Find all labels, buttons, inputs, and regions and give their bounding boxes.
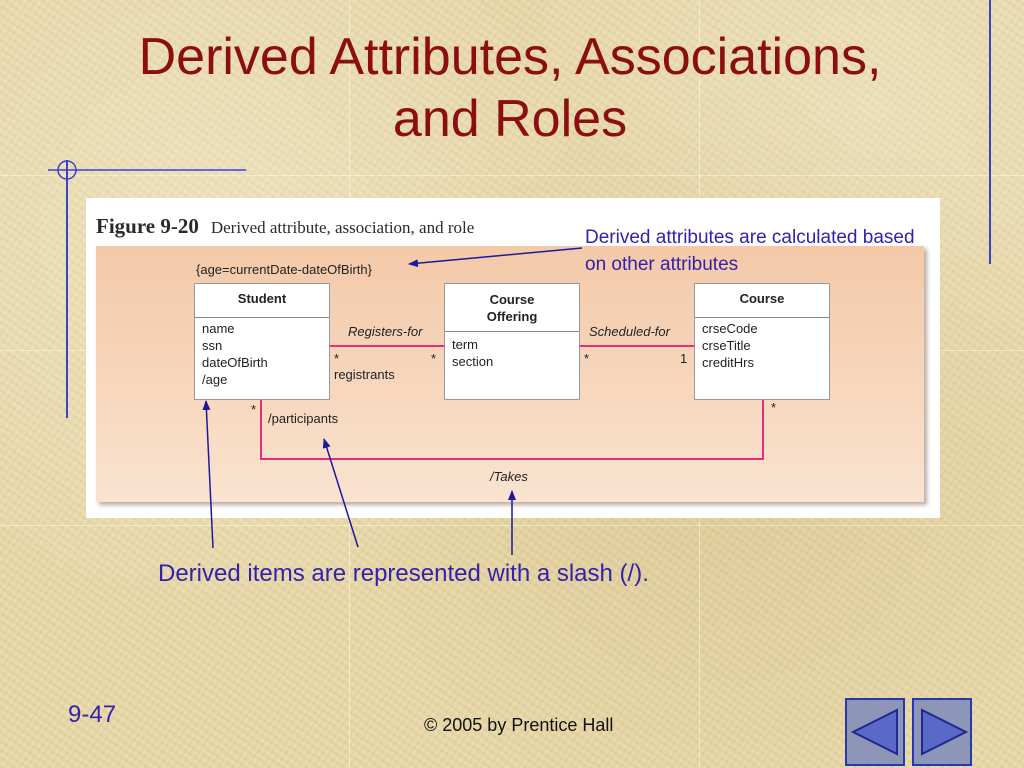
arrow-to-age-attribute <box>202 400 214 549</box>
course-offering-class-box: Course Offering term section <box>444 283 580 400</box>
next-slide-button[interactable] <box>912 698 972 766</box>
offering-attr-term: term <box>452 337 478 352</box>
participants-role-label: /participants <box>268 411 339 426</box>
class-separator <box>195 317 329 318</box>
triangle-right-icon <box>921 708 969 756</box>
scheduled-for-label: Scheduled-for <box>589 324 670 339</box>
student-attr-ssn: ssn <box>202 338 223 353</box>
copyright-text: © 2005 by Prentice Hall <box>424 715 614 735</box>
course-attr-crsetitle: crseTitle <box>702 338 751 353</box>
takes-left-multiplicity: * <box>251 402 257 417</box>
derived-attributes-note: Derived attributes are calculated based … <box>585 227 915 275</box>
arrow-to-constraint <box>408 247 583 268</box>
slide-number: 9-47 <box>68 701 117 728</box>
course-attr-crsecode: crseCode <box>702 321 758 336</box>
registers-for-label: Registers-for <box>348 324 423 339</box>
course-offering-class-name: Course Offering <box>445 284 579 332</box>
figure-caption: Figure 9-20 Derived attribute, associatio… <box>96 214 474 239</box>
scheduled-for-left-multiplicity: * <box>584 351 590 366</box>
tile-seam <box>0 175 1024 176</box>
slide-title: Derived Attributes, Associations, and Ro… <box>60 26 960 150</box>
offering-attr-section: section <box>452 354 494 369</box>
student-class-name: Student <box>237 291 287 306</box>
previous-slide-button[interactable] <box>845 698 905 766</box>
student-attr-dateofbirth: dateOfBirth <box>202 355 268 370</box>
guide-ring-icon <box>57 160 77 180</box>
figure-number: Figure 9-20 <box>96 214 199 238</box>
course-class-box: Course crseCode crseTitle creditHrs <box>694 283 830 400</box>
title-line-1: Derived Attributes, Associations, <box>138 28 882 86</box>
class-separator <box>695 317 829 318</box>
derivation-constraint: {age=currentDate-dateOfBirth} <box>196 262 372 277</box>
registrants-role-label: registrants <box>334 367 395 382</box>
course-class-name: Course <box>739 291 785 306</box>
takes-line <box>260 398 764 460</box>
student-attr-name: name <box>202 321 235 336</box>
course-offering-name-line-1: Course <box>489 292 535 307</box>
student-attr-age: /age <box>202 372 228 387</box>
figure-caption-text: Derived attribute, association, and role <box>210 218 475 237</box>
takes-association-label: /Takes <box>490 469 528 484</box>
scheduled-for-right-multiplicity: 1 <box>680 351 688 366</box>
takes-right-multiplicity: * <box>771 400 777 415</box>
course-attr-credithrs: creditHrs <box>702 355 755 370</box>
registers-for-right-multiplicity: * <box>431 351 437 366</box>
student-class-box: Student name ssn dateOfBirth /age <box>194 283 330 400</box>
arrow-to-participants-role <box>322 438 359 548</box>
triangle-left-icon <box>850 708 898 756</box>
class-separator <box>445 331 579 332</box>
course-offering-name-line-2: Offering <box>486 309 538 324</box>
derived-items-note: Derived items are represented with a sla… <box>158 560 649 587</box>
title-line-2: and Roles <box>392 90 628 148</box>
registers-for-left-multiplicity: * <box>334 351 340 366</box>
